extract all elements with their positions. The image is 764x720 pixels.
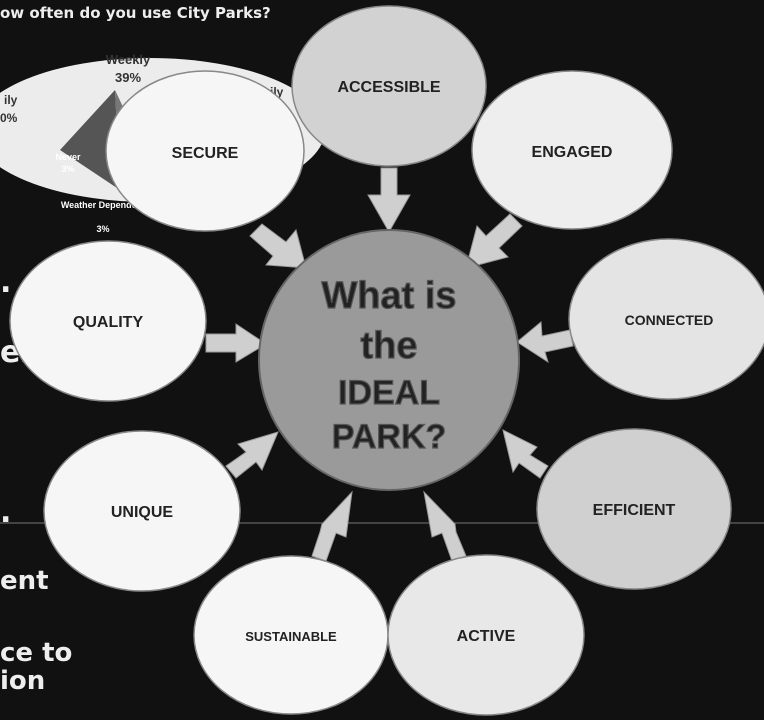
- pie-value-daily: 0%: [0, 111, 18, 125]
- label-accessible: ACCESSIBLE: [337, 79, 440, 96]
- center-line-3: IDEAL: [338, 374, 440, 412]
- arrow-efficient: [502, 429, 549, 479]
- arrow-accessible: [367, 167, 411, 234]
- label-active: ACTIVE: [457, 628, 516, 645]
- center-line-1: What is: [321, 275, 456, 317]
- node-unique: UNIQUE: [43, 430, 241, 592]
- pie-label-daily: ily: [4, 93, 18, 107]
- center-line-4: PARK?: [332, 418, 447, 456]
- arrows: [205, 167, 574, 562]
- fragment-ce-to: ce to: [0, 638, 73, 668]
- fragment-dot-2: .: [0, 495, 12, 530]
- arrow-unique: [225, 431, 279, 479]
- pie-slice-never: [60, 90, 120, 190]
- survey-question: ow often do you use City Parks?: [0, 4, 271, 22]
- node-connected: CONNECTED: [568, 238, 764, 400]
- fragment-ent: ent: [0, 566, 49, 596]
- label-engaged: ENGAGED: [532, 144, 613, 161]
- arrow-engaged: [465, 213, 523, 269]
- label-secure: SECURE: [172, 145, 239, 162]
- label-unique: UNIQUE: [111, 504, 174, 521]
- arrow-secure: [249, 223, 307, 269]
- node-secure: SECURE: [105, 70, 305, 232]
- node-engaged: ENGAGED: [471, 70, 673, 230]
- pie-value-weather: 3%: [96, 224, 109, 234]
- pie-label-weekly: Weekly: [106, 52, 151, 67]
- node-accessible: ACCESSIBLE: [291, 5, 487, 167]
- node-active: ACTIVE: [387, 554, 585, 716]
- node-sustainable: SUSTAINABLE: [193, 555, 389, 715]
- pie-label-never: Never: [55, 152, 81, 162]
- label-efficient: EFFICIENT: [593, 502, 676, 519]
- fragment-dot-1: .: [0, 265, 12, 300]
- center-circle: What is the IDEAL PARK?: [258, 229, 520, 491]
- label-quality: QUALITY: [73, 314, 144, 331]
- arrow-sustainable: [311, 490, 353, 562]
- label-connected: CONNECTED: [625, 312, 714, 328]
- fragment-ion: ion: [0, 666, 46, 696]
- node-efficient: EFFICIENT: [536, 428, 732, 590]
- center-line-2: the: [361, 325, 418, 367]
- arrow-connected: [516, 320, 574, 364]
- pie-label-weather: Weather Dependent: [61, 200, 145, 210]
- pie-value-weekly: 39%: [115, 70, 141, 85]
- arrow-quality: [205, 323, 267, 363]
- arrow-active: [423, 490, 467, 562]
- node-quality: QUALITY: [9, 240, 207, 402]
- label-sustainable: SUSTAINABLE: [245, 629, 337, 644]
- pie-value-never: 3%: [61, 164, 74, 174]
